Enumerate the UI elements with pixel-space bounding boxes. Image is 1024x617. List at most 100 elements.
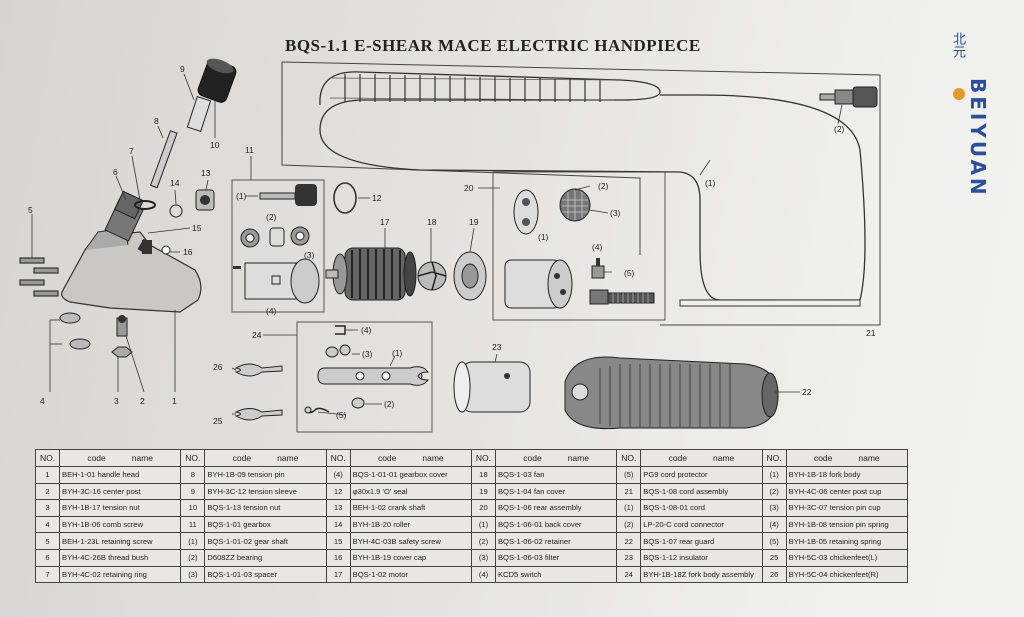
part-code-name: BQS-1-01-01 gearbox cover xyxy=(349,466,472,484)
part-code: BQS-1-01-02 xyxy=(207,536,253,546)
part-name: handle head xyxy=(97,470,140,480)
callout-24-2: (2) xyxy=(384,399,395,409)
part-code: LP-20-C xyxy=(643,520,672,530)
part-name: tension pin spring xyxy=(829,520,889,530)
callout-9: 9 xyxy=(180,64,185,74)
callout-21: 21 xyxy=(866,328,876,338)
part-name: insulator xyxy=(679,553,708,563)
callout-11-1: (1) xyxy=(236,191,247,201)
tension-nut xyxy=(197,58,237,103)
part-number: 4 xyxy=(34,515,61,534)
part-code-name: BQS-1-06-02 retainer xyxy=(494,532,618,550)
bearings xyxy=(240,226,310,248)
callout-11-2: (2) xyxy=(266,212,277,222)
part-number: (4) xyxy=(470,565,496,584)
part-code: BYH-1B-06 xyxy=(62,520,101,530)
callout-13: 13 xyxy=(201,168,211,178)
part-number: (1) xyxy=(470,515,496,534)
callout-4: 4 xyxy=(40,396,45,406)
part-code: BQS-1-07 xyxy=(643,536,678,546)
part-number: 22 xyxy=(616,532,642,550)
part-code-name: BYH-5C-04 chickenfeet(R) xyxy=(785,565,909,584)
part-name: back cover xyxy=(544,520,582,530)
part-code-name: BQS-1-13 tension nut xyxy=(204,499,327,517)
part-number: 26 xyxy=(761,565,787,584)
part-code: BYH-1B-18 xyxy=(788,470,828,480)
callout-17: 17 xyxy=(380,217,390,227)
callout-11: 11 xyxy=(245,145,254,155)
part-code: BYH-5C-04 xyxy=(788,569,828,579)
part-code-name: BQS-1-06 rear assembly xyxy=(494,499,618,517)
part-name: cord protector xyxy=(660,470,708,480)
callout-20-4: (4) xyxy=(592,242,603,252)
part-code: BYH-4C-02 xyxy=(62,569,101,579)
part-code-name: BYH-4C-06 center post cup xyxy=(785,482,909,501)
part-code-name: BYH-4C-26B thread bush xyxy=(59,548,182,567)
part-number: 1 xyxy=(34,466,61,484)
part-code: BQS-1-08-01 xyxy=(643,503,689,513)
header-name: name xyxy=(131,453,154,463)
part-code-name: PG9 cord protector xyxy=(640,466,763,484)
callout-20-2: (2) xyxy=(598,181,609,191)
header-code: code xyxy=(813,453,833,463)
part-code-name: BYH-1B-06 comb screw xyxy=(59,515,182,534)
part-code-name: BYH-1B-17 tension nut xyxy=(59,499,182,517)
brand-logo-icon xyxy=(953,88,965,100)
part-number: 25 xyxy=(761,548,787,567)
header-name: name xyxy=(713,453,735,463)
callout-25: 25 xyxy=(213,416,223,426)
part-code: BYH-1B-18Z xyxy=(643,569,687,579)
part-code: BYH-5C-03 xyxy=(788,553,828,563)
callout-20-5: (5) xyxy=(624,268,635,278)
part-name: cord xyxy=(690,503,705,513)
part-code: BYH-3C-12 xyxy=(207,486,247,496)
fork-body xyxy=(317,366,430,386)
retainer xyxy=(513,189,539,235)
part-number: 20 xyxy=(470,499,496,517)
callout-16: 16 xyxy=(183,247,193,257)
header-code: code xyxy=(377,453,397,463)
callout-22: 22 xyxy=(802,387,812,397)
part-code: φ30x1.9 xyxy=(352,486,381,496)
part-number: 5 xyxy=(34,532,61,550)
part-number: 9 xyxy=(180,482,206,501)
part-number: (3) xyxy=(180,565,206,584)
part-code-name: BEH-1-23L retaining screw xyxy=(59,532,182,550)
part-code-name: BQS-1-06-03 filter xyxy=(494,548,618,567)
gearbox-cover xyxy=(233,258,320,304)
part-name: thread bush xyxy=(108,553,149,563)
part-code: BYH-1B-20 xyxy=(352,520,392,530)
part-code-name: BQS-1-12 insulator xyxy=(640,548,763,567)
filter xyxy=(559,188,591,222)
o-seal xyxy=(333,182,357,214)
brand-name: BEIYUAN xyxy=(966,78,990,198)
fork-body-outline xyxy=(296,321,433,433)
part-code: BQS-1-06-03 xyxy=(497,553,543,563)
part-name: chickenfeet(R) xyxy=(829,569,879,579)
callout-24-5: (5) xyxy=(336,410,347,420)
part-name: rear guard xyxy=(679,536,715,546)
callout-24-1: (1) xyxy=(392,348,403,358)
part-number: (2) xyxy=(616,515,642,534)
cord-assembly-outline xyxy=(281,61,881,326)
part-code-name: BQS-1-08-01 cord xyxy=(640,499,763,517)
part-name: chickenfeet(L) xyxy=(829,553,878,563)
part-name: fork body xyxy=(829,470,861,480)
part-number: 15 xyxy=(325,532,351,550)
part-name: tension pin xyxy=(247,470,285,480)
part-number: 19 xyxy=(470,482,496,501)
part-name: gear shaft xyxy=(254,536,289,546)
part-name: tension nut xyxy=(243,503,281,513)
part-name: safety screw xyxy=(398,536,441,546)
part-number: 10 xyxy=(180,499,206,517)
part-number: 21 xyxy=(616,482,642,501)
center-post-cup xyxy=(351,397,365,409)
callout-3: 3 xyxy=(114,396,119,406)
gear-shaft xyxy=(259,184,317,206)
